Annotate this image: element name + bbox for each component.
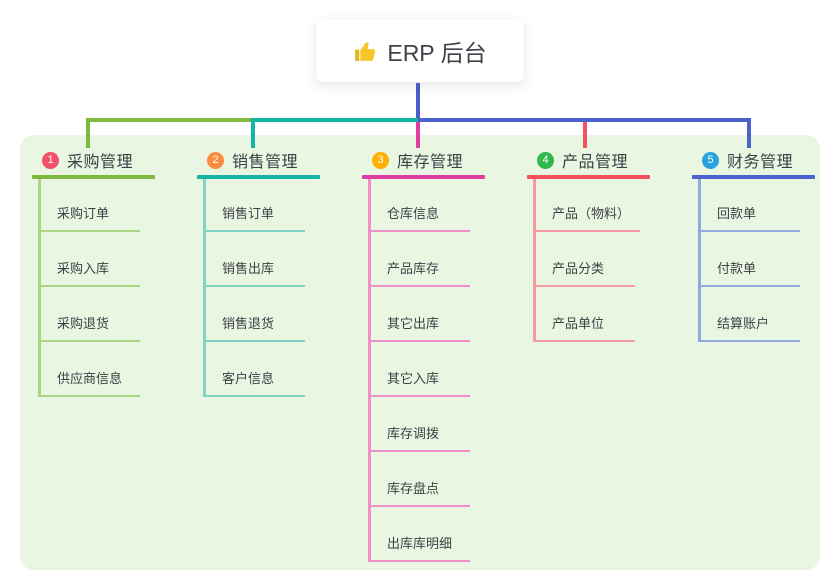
branch-column-5: 5 财务管理回款单付款单结算账户 bbox=[692, 0, 832, 588]
branch-node-5[interactable]: 5 财务管理 bbox=[702, 148, 793, 172]
branch-drop-line bbox=[747, 118, 751, 148]
child-node[interactable]: 仓库信息 bbox=[368, 205, 470, 232]
child-node[interactable]: 产品库存 bbox=[368, 260, 470, 287]
child-node[interactable]: 销售订单 bbox=[203, 205, 305, 232]
branch-label: 销售管理 bbox=[232, 154, 299, 171]
bus-line-segment bbox=[251, 118, 418, 122]
child-node[interactable]: 产品单位 bbox=[533, 315, 635, 342]
branch-node-2[interactable]: 2 销售管理 bbox=[207, 148, 298, 172]
child-node[interactable]: 产品（物料） bbox=[533, 205, 641, 232]
branch-label: 采购管理 bbox=[67, 154, 134, 171]
child-node[interactable]: 出库库明细 bbox=[368, 535, 470, 562]
branch-underline bbox=[362, 175, 485, 179]
branch-label: 财务管理 bbox=[727, 154, 794, 171]
branch-drop-line bbox=[86, 118, 90, 148]
branch-node-1[interactable]: 1 采购管理 bbox=[42, 148, 133, 172]
branch-number-badge: 5 bbox=[702, 151, 719, 169]
branch-node-4[interactable]: 4 产品管理 bbox=[537, 148, 628, 172]
branch-underline bbox=[527, 175, 650, 179]
child-node[interactable]: 付款单 bbox=[698, 260, 800, 287]
branch-drop-line bbox=[416, 122, 420, 148]
branch-drop-line bbox=[583, 122, 587, 148]
child-node[interactable]: 回款单 bbox=[698, 205, 800, 232]
root-label: ERP 后台 bbox=[387, 40, 487, 66]
root-node[interactable]: ERP 后台 bbox=[316, 20, 524, 82]
branch-node-3[interactable]: 3 库存管理 bbox=[372, 148, 463, 172]
branch-label: 产品管理 bbox=[562, 154, 629, 171]
branches-panel bbox=[20, 135, 820, 570]
branch-child-connector bbox=[368, 179, 371, 562]
branch-underline bbox=[692, 175, 815, 179]
branch-column-4: 4 产品管理产品（物料） 产品分类产品单位 bbox=[527, 0, 667, 588]
branch-number-badge: 3 bbox=[372, 151, 389, 169]
child-node[interactable]: 库存盘点 bbox=[368, 480, 470, 507]
thumbs-up-icon bbox=[353, 39, 378, 64]
branch-child-connector bbox=[203, 179, 206, 397]
child-node[interactable]: 采购入库 bbox=[38, 260, 140, 287]
child-node[interactable]: 库存调拨 bbox=[368, 425, 470, 452]
child-node[interactable]: 其它出库 bbox=[368, 315, 470, 342]
branch-label: 库存管理 bbox=[397, 154, 464, 171]
branch-child-connector bbox=[698, 179, 701, 342]
branch-underline bbox=[32, 175, 155, 179]
child-node[interactable]: 销售出库 bbox=[203, 260, 305, 287]
branch-child-connector bbox=[533, 179, 536, 342]
child-node[interactable]: 供应商信息 bbox=[38, 370, 140, 397]
branch-number-badge: 2 bbox=[207, 151, 224, 169]
child-node[interactable]: 客户信息 bbox=[203, 370, 305, 397]
branch-column-3: 3 库存管理仓库信息产品库存其它出库其它入库库存调拨库存盘点出库库明细 bbox=[362, 0, 502, 588]
branch-column-2: 2 销售管理销售订单销售出库销售退货客户信息 bbox=[197, 0, 337, 588]
branch-drop-line bbox=[251, 118, 255, 148]
bus-line-segment bbox=[418, 118, 751, 122]
branch-number-badge: 4 bbox=[537, 151, 554, 169]
child-node[interactable]: 采购退货 bbox=[38, 315, 140, 342]
bus-line-segment bbox=[86, 118, 253, 122]
child-node[interactable]: 结算账户 bbox=[698, 315, 800, 342]
child-node[interactable]: 产品分类 bbox=[533, 260, 635, 287]
branch-number-badge: 1 bbox=[42, 151, 59, 169]
branch-child-connector bbox=[38, 179, 41, 397]
branch-column-1: 1 采购管理采购订单采购入库采购退货供应商信息 bbox=[32, 0, 172, 588]
child-node[interactable]: 其它入库 bbox=[368, 370, 470, 397]
branch-underline bbox=[197, 175, 320, 179]
child-node[interactable]: 销售退货 bbox=[203, 315, 305, 342]
child-node[interactable]: 采购订单 bbox=[38, 205, 140, 232]
root-drop-line bbox=[416, 83, 420, 119]
